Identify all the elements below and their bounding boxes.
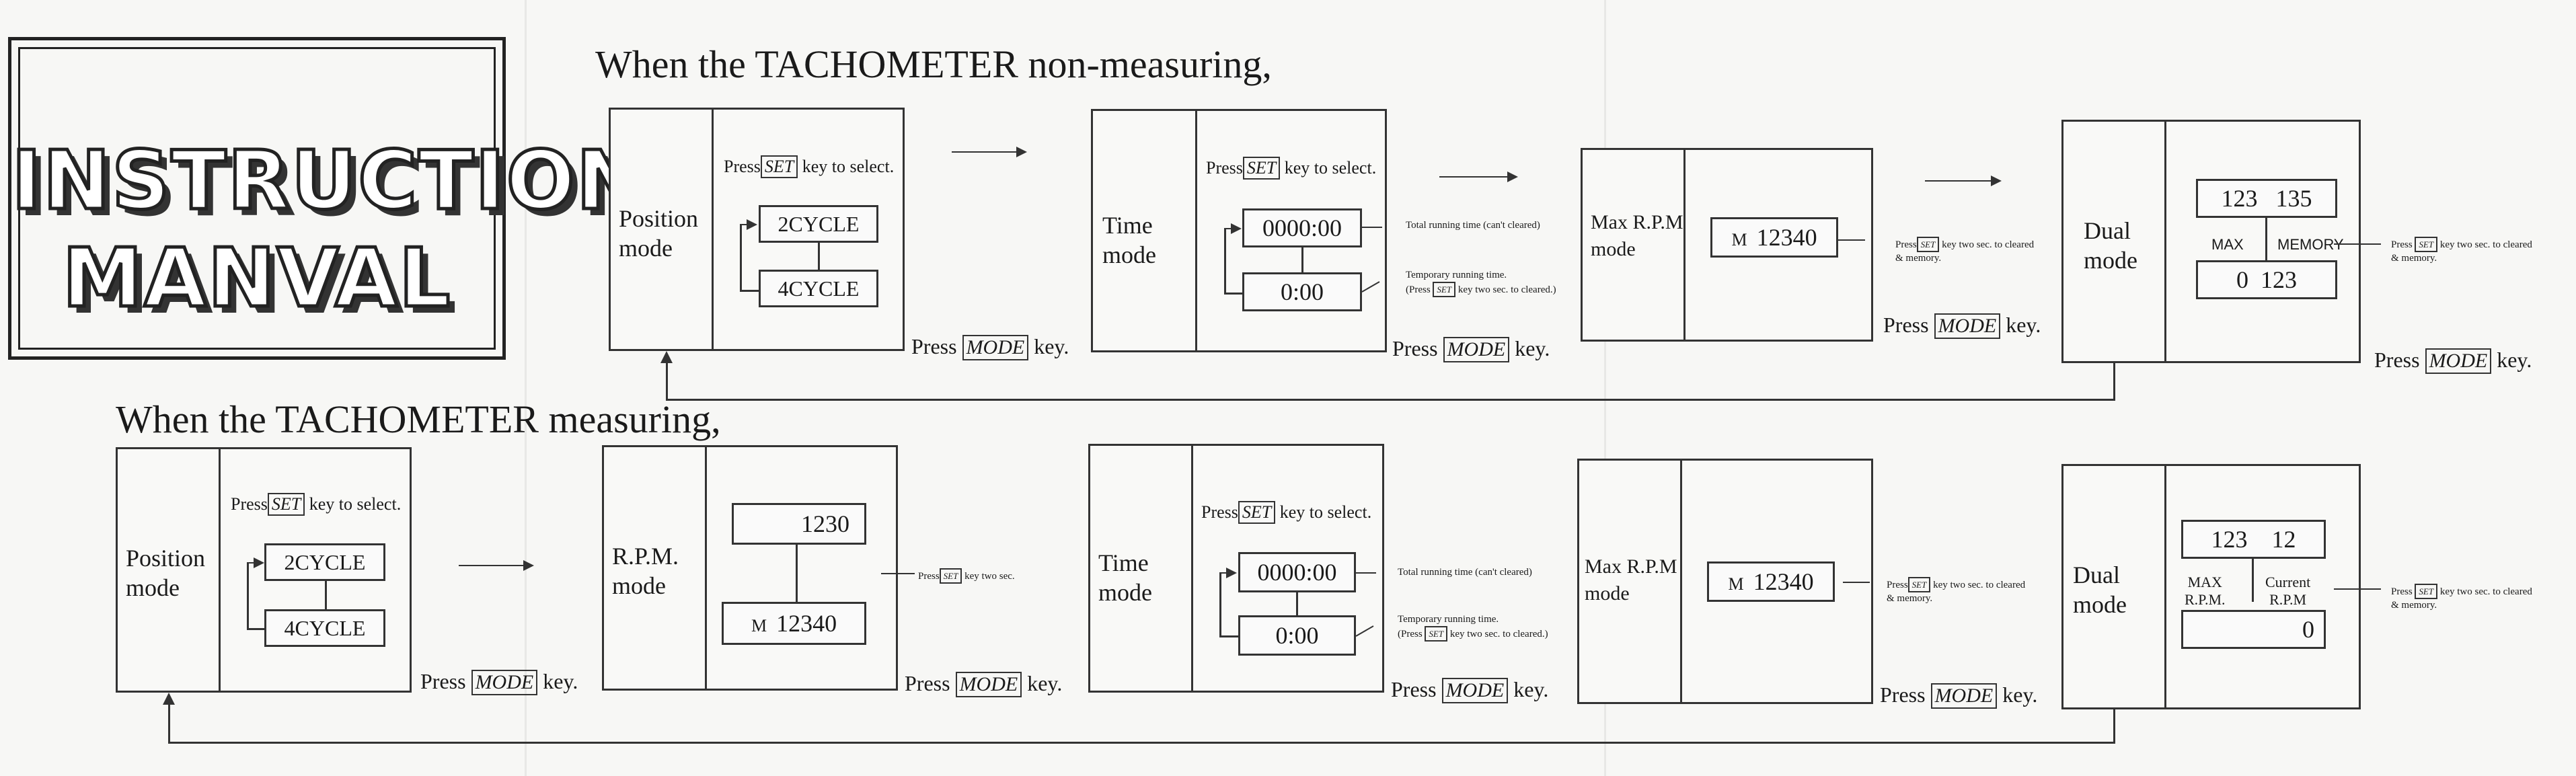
top-position-press-mode: Press MODE key. [911, 334, 1069, 360]
bottom-time-press-mode: Press MODE key. [1391, 677, 1548, 703]
top-arrow-1 [952, 147, 1027, 157]
top-time-note-total: Total running time (can't cleared) [1406, 220, 1540, 231]
bottom-option-4cycle: 4CYCLE [264, 609, 385, 647]
bottom-rpm-current-display: 1230 [732, 503, 866, 545]
top-option-2cycle: 2CYCLE [759, 205, 878, 243]
bottom-rpm-press-mode: Press MODE key. [905, 671, 1062, 697]
title-line-2: MANVAL [61, 231, 452, 327]
bottom-dual-upper-display: 123 12 [2181, 520, 2326, 559]
manual-title-box: INSTRUCTION MANVAL [8, 37, 646, 360]
top-maxrpm-press-mode: Press MODE key. [1883, 313, 2041, 339]
top-arrow-2 [1439, 171, 1518, 182]
top-dual-upper-display: 123 135 [2196, 179, 2337, 218]
top-dual-press-mode: Press MODE key. [2374, 348, 2532, 374]
top-dual-label-max: MAX [2211, 236, 2244, 253]
bottom-rpm-label: R.P.M.mode [612, 543, 679, 599]
bottom-time-note-total: Total running time (can't cleared) [1398, 567, 1532, 578]
top-dual-note: Press SET key two sec. to cleared & memo… [2391, 237, 2532, 265]
top-time-press-mode: Press MODE key. [1392, 336, 1550, 362]
top-dual-label-memory: MEMORY [2277, 236, 2344, 253]
bottom-time-total-display: 0000:00 [1238, 552, 1356, 592]
top-time-total-display: 0000:00 [1242, 208, 1362, 247]
bottom-option-2cycle: 2CYCLE [264, 543, 385, 581]
top-return-arrow [660, 351, 673, 363]
top-option-4cycle: 4CYCLE [759, 270, 878, 307]
title-inner-frame [18, 47, 496, 350]
heading-non-measuring: When the TACHOMETER non-measuring, [595, 42, 1272, 86]
top-arrow-3 [1925, 176, 2002, 186]
bottom-position-press-mode: Press MODE key. [420, 669, 578, 695]
top-time-note-temp: Temporary running time. (Press SET key t… [1406, 269, 1556, 297]
title-line-1: INSTRUCTION [10, 133, 646, 230]
bottom-maxrpm-press-mode: Press MODE key. [1880, 683, 2037, 709]
top-dual-lower-display: 0 123 [2196, 260, 2337, 299]
bottom-arrow-1 [459, 560, 534, 571]
bottom-dual-note: Press SET key two sec. to cleared & memo… [2391, 584, 2532, 612]
bottom-return-arrow [163, 693, 175, 705]
bottom-time-note-temp: Temporary running time. (Press SET key t… [1398, 613, 1548, 642]
top-time-temp-display: 0:00 [1242, 272, 1362, 311]
bottom-time-temp-display: 0:00 [1238, 615, 1356, 656]
bottom-dual-lower-display: 0 [2181, 610, 2326, 649]
heading-measuring: When the TACHOMETER measuring, [116, 397, 721, 441]
